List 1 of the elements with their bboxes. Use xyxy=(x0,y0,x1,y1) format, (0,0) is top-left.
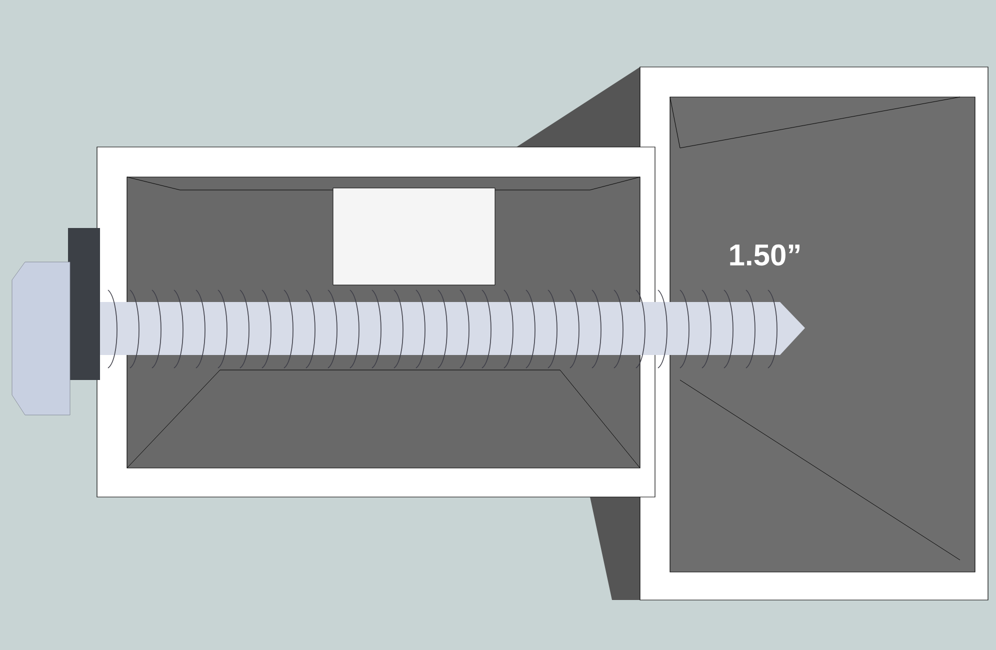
dimension-label: 1.50” xyxy=(730,244,800,266)
